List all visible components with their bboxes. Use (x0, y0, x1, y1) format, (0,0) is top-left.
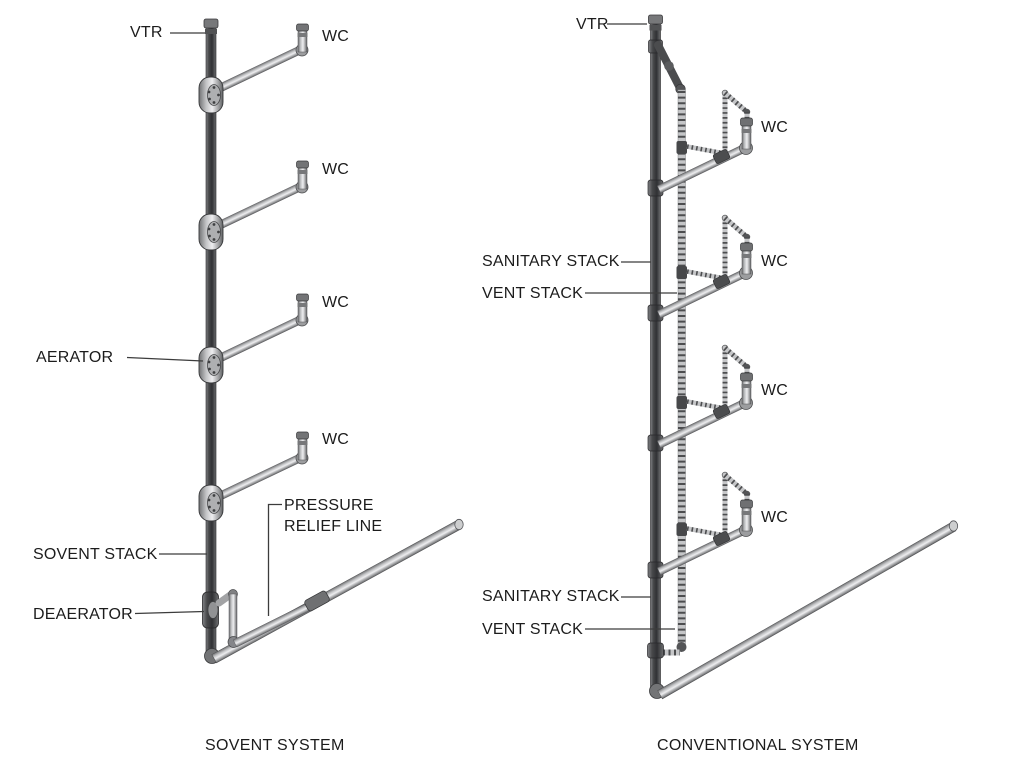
wc-label: WC (761, 119, 789, 136)
wc-stub-cap (296, 160, 309, 169)
conventional-title: CONVENTIONAL SYSTEM (657, 737, 859, 754)
pressure-relief-label-line2: RELIEF LINE (284, 518, 383, 535)
conventional-system (585, 14, 959, 700)
vent-riser-tee (712, 531, 731, 546)
leader-line-pressure-relief (267, 503, 282, 616)
conventional-vtr-cap (648, 14, 663, 31)
vent-stack-tee (676, 266, 687, 279)
sovent-system (126, 18, 464, 664)
wc-label: WC (761, 509, 789, 526)
aerator-fitting-4 (198, 484, 224, 522)
wc-stub-pipe (741, 124, 752, 150)
deaerator-fitting (202, 591, 219, 629)
sovent-stack-pipe (205, 21, 217, 661)
vent-stack-tee (676, 141, 687, 154)
conventional-floor-branch-4 (647, 471, 753, 579)
sanitary-stack-upper-label: SANITARY STACK (482, 253, 620, 270)
sovent-floor-branch-4 (214, 431, 309, 502)
conventional-floor-branch-1 (647, 89, 753, 197)
wc-stub-cap (296, 293, 309, 302)
vent-stack-tee (676, 523, 687, 536)
wc-stub-pipe (741, 506, 752, 532)
relief-wye-fitting (304, 590, 330, 612)
wc-stub-cap (740, 372, 753, 382)
vent-stack-bottom-return (647, 642, 687, 659)
leader-line-aerator (126, 356, 204, 362)
wc-label: WC (761, 382, 789, 399)
sovent-floor-branch-1 (214, 23, 309, 94)
wc-stub-pipe (741, 379, 752, 405)
wc-label: WC (322, 28, 350, 45)
vent-stack-tee (676, 396, 687, 409)
pressure-relief-label: PRESSURE RELIEF LINE (284, 497, 382, 536)
sovent-title: SOVENT SYSTEM (205, 737, 345, 754)
sovent-stack-label: SOVENT STACK (33, 546, 158, 563)
wc-label: WC (322, 161, 350, 178)
vtr-label-sovent: VTR (130, 24, 163, 41)
conventional-floor-branch-2 (647, 214, 753, 322)
wc-stub-cap (740, 242, 753, 252)
wc-stub-cap (296, 431, 309, 440)
drain-pipe-end (948, 520, 959, 532)
sanitary-stack-lower-label: SANITARY STACK (482, 588, 620, 605)
drain-pipe-end (454, 518, 464, 531)
aerator-label: AERATOR (36, 349, 114, 366)
wc-label: WC (761, 253, 789, 270)
vent-loop-pipe (721, 214, 751, 281)
vent-stack-lower-label: VENT STACK (482, 621, 583, 638)
vent-connector-pipe (686, 399, 723, 411)
vent-connector-pipe (686, 269, 723, 281)
aerator-fitting-1 (198, 76, 224, 114)
vent-stack-upper-label: VENT STACK (482, 285, 583, 302)
wc-stub-cap (740, 499, 753, 509)
pressure-relief-pipe (215, 589, 330, 648)
vent-riser-tee (712, 149, 731, 164)
pressure-relief-label-line1: PRESSURE (284, 497, 374, 514)
wc-label: WC (322, 431, 350, 448)
sovent-floor-branch-3 (214, 293, 309, 364)
vtr-label-conventional: VTR (576, 16, 609, 33)
vent-riser-tee (712, 404, 731, 419)
vent-connector-pipe (686, 144, 723, 156)
sovent-base-drain-pipe (211, 520, 461, 664)
aerator-fitting-2 (198, 213, 224, 251)
sanitary-stack-pipe (650, 21, 661, 695)
sovent-vtr-cap (203, 18, 219, 34)
wc-stub-cap (296, 23, 309, 32)
sovent-floor-branch-2 (214, 160, 309, 231)
vent-loop-pipe (721, 344, 751, 411)
deaerator-label: DEAERATOR (33, 606, 133, 623)
vent-connector-pipe (686, 526, 723, 538)
leader-line-deaerator (134, 610, 205, 615)
aerator-fitting-3 (198, 346, 224, 384)
wc-stub-pipe (741, 249, 752, 275)
conventional-floor-branch-3 (647, 344, 753, 452)
wc-stub-cap (740, 117, 753, 127)
vent-riser-tee (712, 274, 731, 289)
wc-label: WC (322, 294, 350, 311)
